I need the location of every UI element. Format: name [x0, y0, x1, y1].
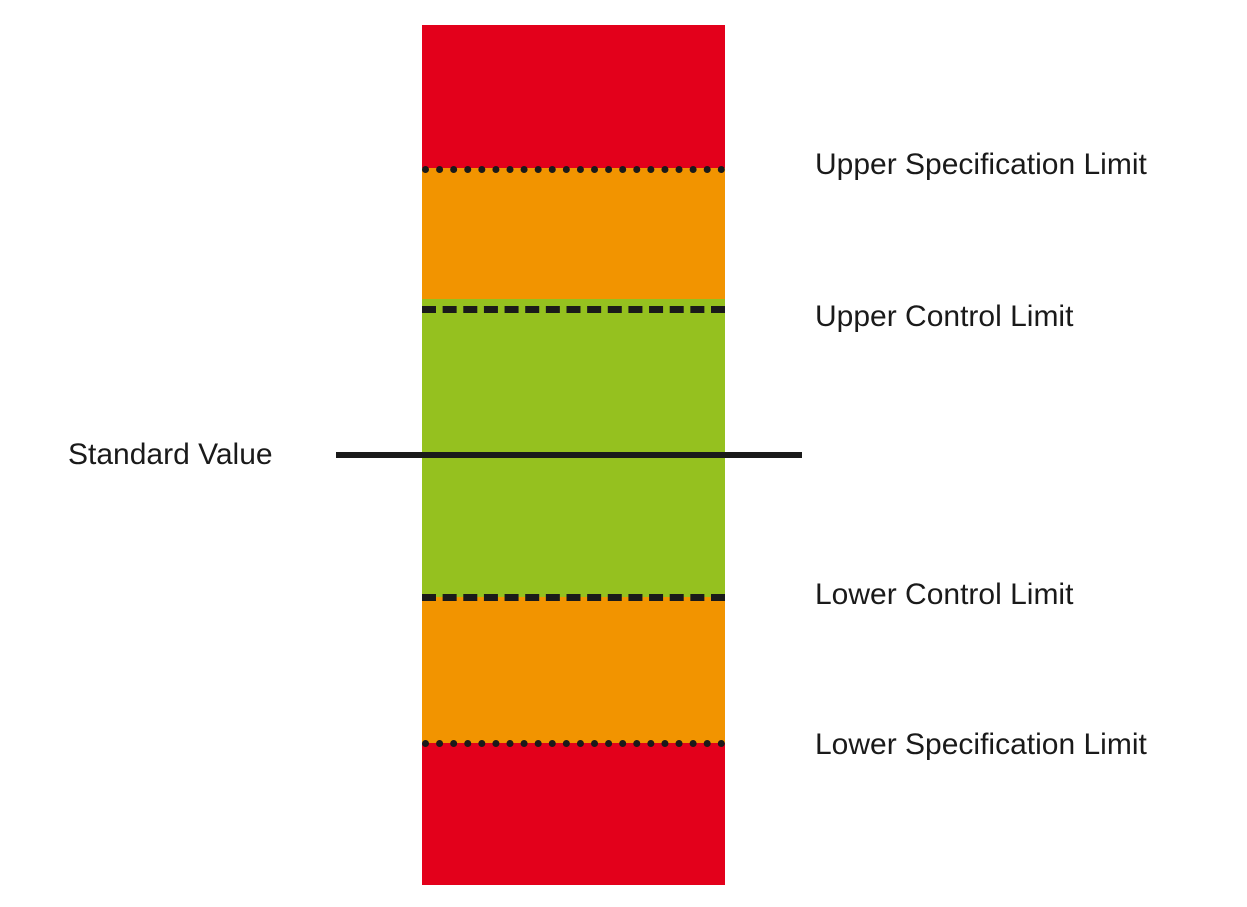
label-upper-control-limit: Upper Control Limit: [815, 300, 1074, 333]
band-below-lower-specification: [422, 743, 725, 885]
label-upper-specification-limit: Upper Specification Limit: [815, 148, 1147, 181]
band-between-lcl-and-lsl: [422, 597, 725, 743]
band-between-usl-and-ucl: [422, 168, 725, 299]
upper-control-limit-line: [422, 306, 725, 313]
lower-specification-limit-line: [422, 740, 725, 747]
band-above-upper-specification: [422, 25, 725, 168]
quality-band-bar: [422, 25, 725, 885]
label-lower-control-limit: Lower Control Limit: [815, 578, 1074, 611]
upper-specification-limit-line: [422, 166, 725, 173]
label-lower-specification-limit: Lower Specification Limit: [815, 728, 1147, 761]
band-in-control-green-zone: [422, 299, 725, 597]
label-standard-value: Standard Value: [68, 438, 273, 471]
lower-control-limit-line: [422, 594, 725, 601]
standard-value-line: [336, 452, 802, 458]
